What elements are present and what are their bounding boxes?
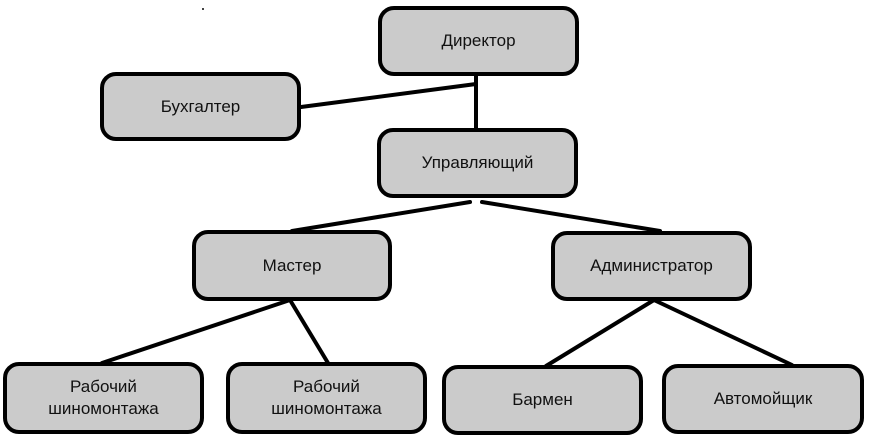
edge-manager-administrator xyxy=(480,200,662,233)
node-director: Директор xyxy=(378,6,579,76)
edge-director-accountant xyxy=(299,82,478,109)
node-tire-worker-1-label: Рабочий шиномонтажа xyxy=(48,377,159,418)
edge-admin-barman xyxy=(544,298,656,368)
node-manager: Управляющий xyxy=(377,128,578,198)
node-car-washer: Автомойщик xyxy=(662,364,864,434)
edge-manager-master xyxy=(290,200,472,233)
node-administrator-label: Администратор xyxy=(590,256,713,275)
node-accountant-label: Бухгалтер xyxy=(160,96,241,116)
node-barman-label: Бармен xyxy=(512,390,573,409)
node-tire-worker-2-label: Рабочий шиномонтажа xyxy=(271,377,382,418)
stray-dot xyxy=(202,8,204,10)
node-manager-label: Управляющий xyxy=(421,153,534,172)
edge-master-worker1 xyxy=(100,298,292,365)
node-tire-worker-1: Рабочий шиномонтажа xyxy=(3,362,204,434)
edge-master-worker2 xyxy=(288,298,330,365)
node-car-washer-label: Автомойщик xyxy=(713,389,813,408)
node-accountant: Бухгалтер xyxy=(100,72,301,141)
node-director-label: Директор xyxy=(441,31,516,50)
node-tire-worker-2: Рабочий шиномонтажа xyxy=(226,362,427,434)
node-administrator: Администратор xyxy=(551,231,752,301)
node-barman: Бармен xyxy=(442,365,643,435)
edge-admin-washer xyxy=(652,298,794,367)
node-master-label: Мастер xyxy=(262,255,322,275)
node-master: Мастер xyxy=(192,230,392,301)
